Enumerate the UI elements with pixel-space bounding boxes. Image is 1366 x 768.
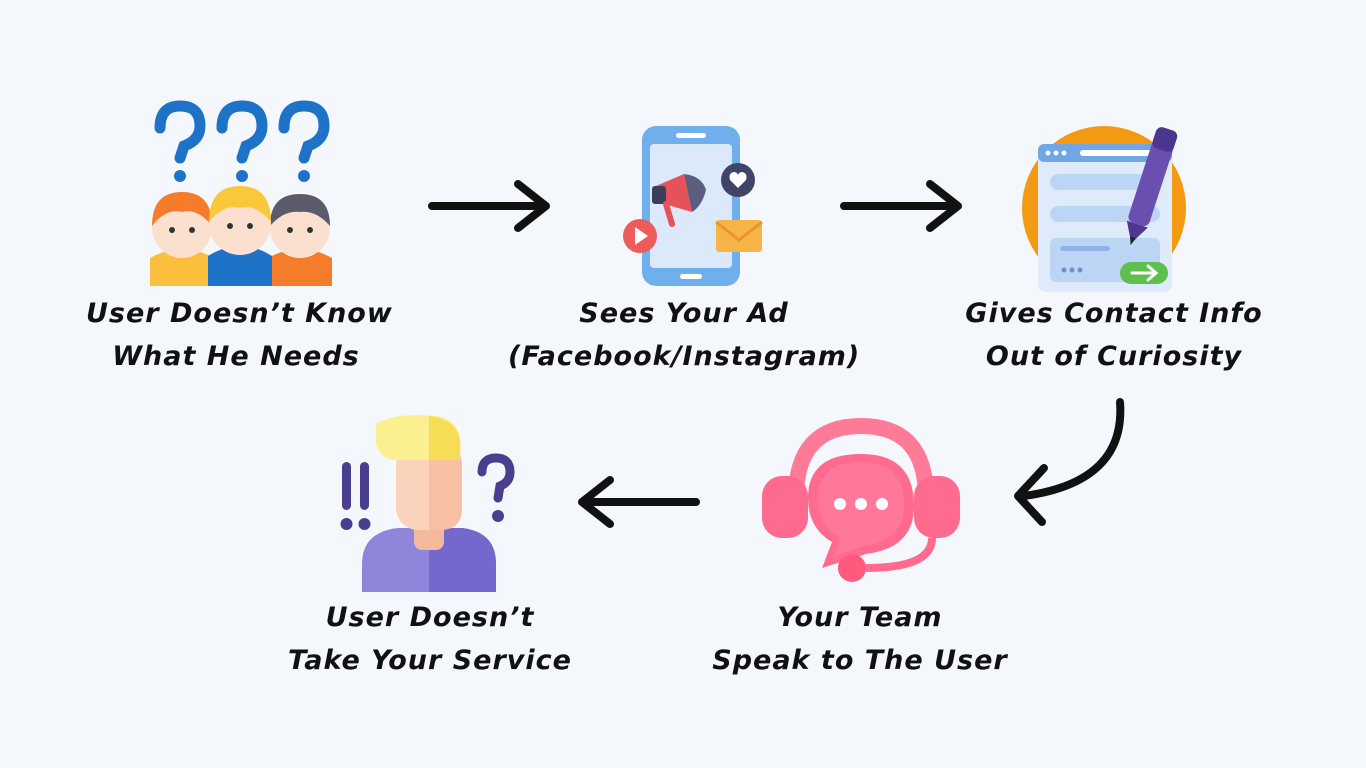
- step-label-sees-ad: Sees Your Ad (Facebook/Instagram): [508, 292, 860, 378]
- step-label-line: Sees Your Ad: [579, 298, 789, 329]
- step-label-line: What He Needs: [112, 341, 360, 372]
- step-label-line: (Facebook/Instagram): [508, 341, 861, 372]
- confused-user-exclamation-icon: [340, 415, 515, 592]
- step-label-contact-info: Gives Contact Info Out of Curiosity: [964, 292, 1264, 378]
- arrow-right-1: [428, 180, 550, 232]
- arrow-curved-down: [1014, 398, 1125, 526]
- phone-ad-megaphone-icon: [623, 126, 763, 286]
- confused-users-question-marks-icon: [150, 100, 332, 286]
- step-label-line: Your Team: [777, 602, 943, 633]
- form-pen-icon: [1022, 126, 1186, 292]
- step-label-no-service: User Doesn’t Take Your Service: [280, 596, 580, 682]
- step-label-line: User Doesn’t: [325, 602, 535, 633]
- step-label-line: Gives Contact Info: [965, 298, 1263, 329]
- step-label-line: Speak to The User: [712, 645, 1008, 676]
- headset-chat-icon: [762, 418, 960, 582]
- step-label-team-speaks: Your Team Speak to The User: [710, 596, 1010, 682]
- step-label-line: Take Your Service: [288, 645, 572, 676]
- arrow-left: [578, 476, 700, 528]
- step-label-line: Out of Curiosity: [985, 341, 1243, 372]
- step-label-confused-users: User Doesn’t Know What He Needs: [86, 292, 393, 378]
- step-label-line: User Doesn’t Know: [86, 298, 393, 329]
- arrow-right-2: [840, 180, 962, 232]
